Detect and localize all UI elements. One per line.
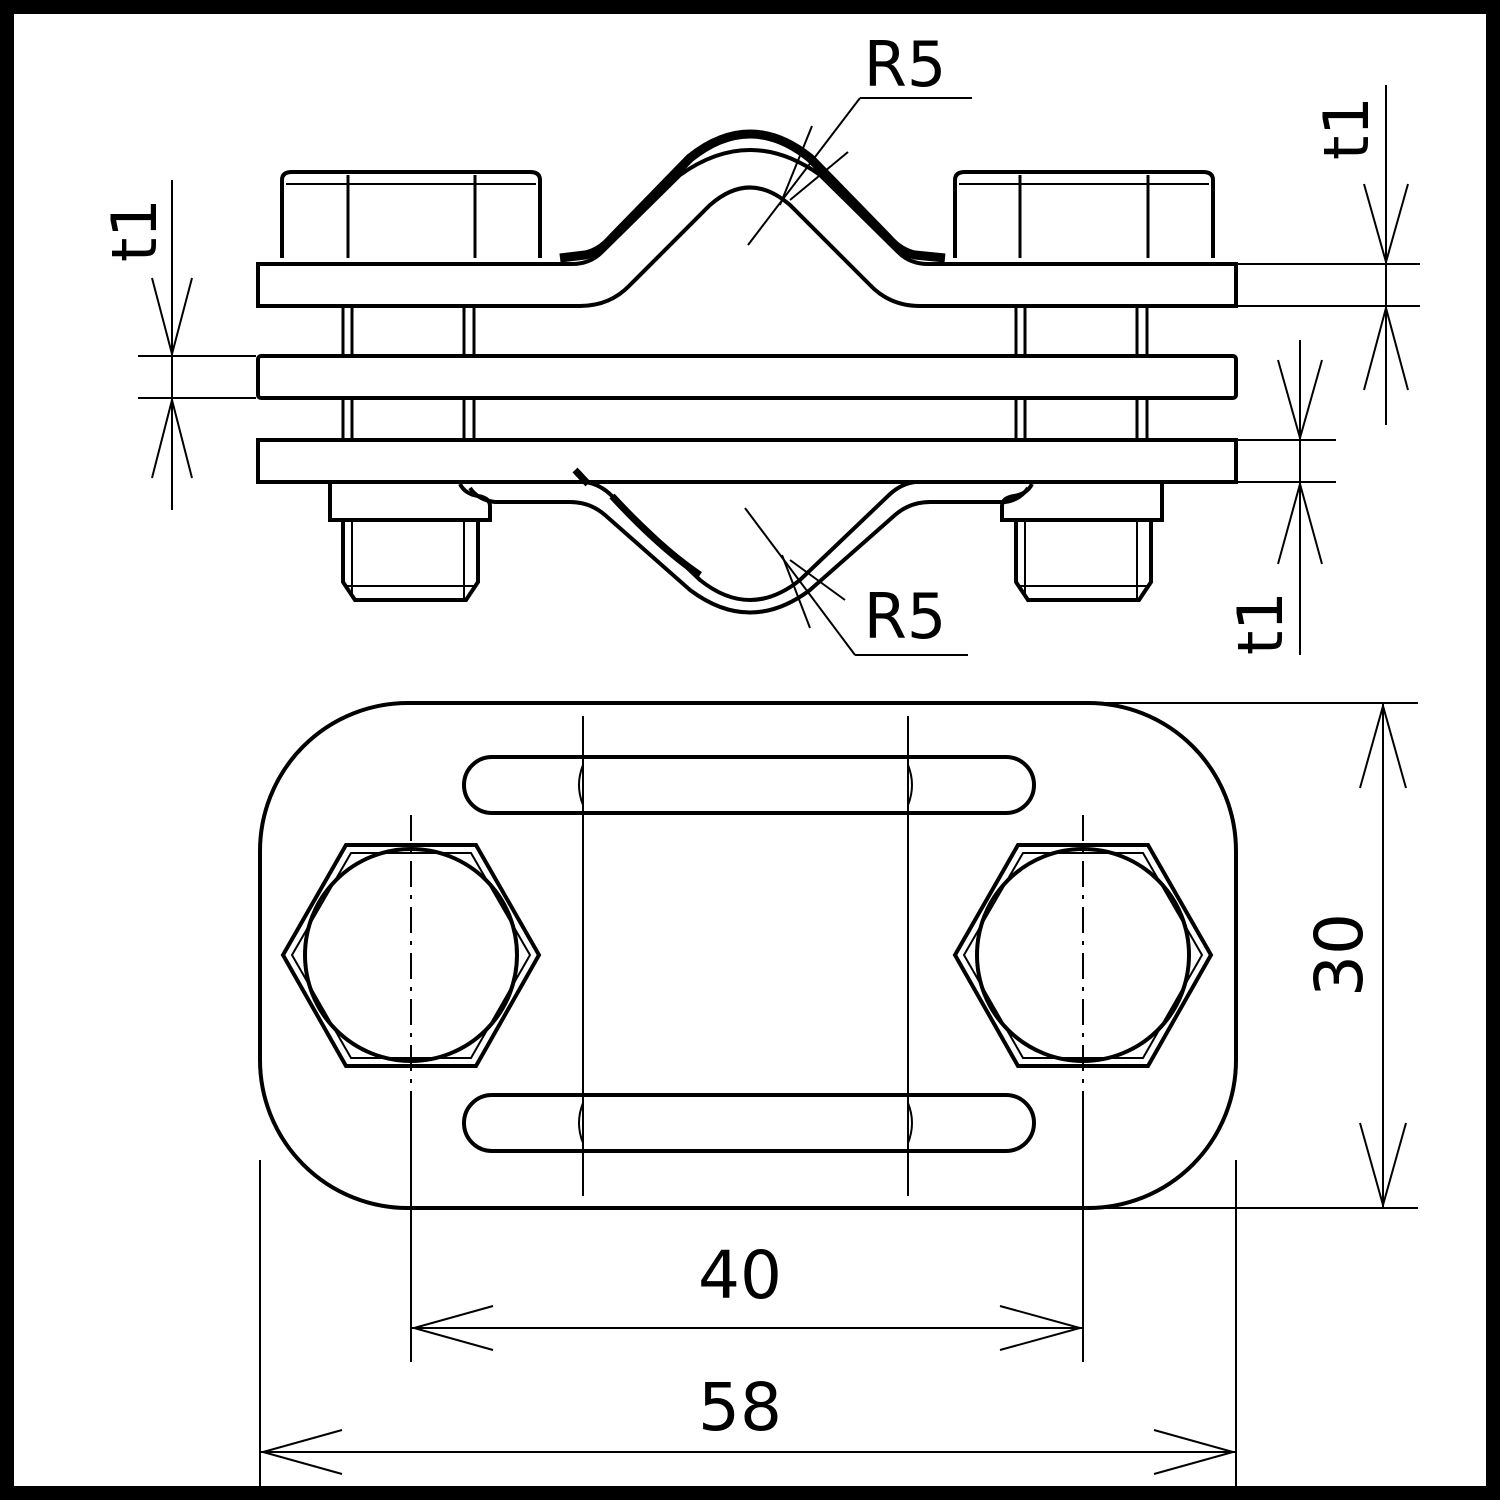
radius-callout-bottom — [744, 507, 968, 656]
top-plate — [256, 148, 1238, 308]
height-dimension — [1100, 702, 1418, 1209]
nut-right — [1000, 483, 1164, 602]
radius-label-top: R5 — [864, 28, 947, 101]
bolt-shanks — [341, 306, 1149, 440]
conductor-lines — [578, 716, 913, 1196]
thickness-label-right-top: t1 — [1310, 96, 1383, 160]
plate-outline — [258, 701, 1238, 1210]
bolt-spacing-dimension — [410, 1100, 1084, 1362]
bolt-spacing-label: 40 — [698, 1237, 782, 1314]
top-view: 30 40 58 — [258, 701, 1418, 1486]
slot-bottom — [462, 1093, 1036, 1153]
hex-nut-right — [952, 815, 1214, 1100]
hex-nut-left — [280, 815, 542, 1100]
bottom-plate — [256, 438, 1238, 484]
thickness-dimension-right-top — [1238, 85, 1420, 425]
radius-callout-top — [747, 97, 972, 246]
thickness-dimension-right-bottom — [1238, 340, 1336, 655]
thickness-label-left: t1 — [98, 198, 171, 262]
middle-plate — [256, 354, 1238, 400]
nut-left — [328, 483, 492, 602]
top-plate-arch — [559, 129, 946, 263]
bottom-plate-arch-heavy — [572, 467, 702, 578]
slot-top — [462, 755, 1036, 815]
overall-length-dimension — [259, 1160, 1237, 1486]
bottom-plate-arch-outer — [584, 480, 916, 602]
radius-label-bottom: R5 — [864, 580, 947, 653]
height-label: 30 — [1301, 913, 1378, 997]
bolt-head-left — [280, 170, 542, 258]
bolt-head-right — [953, 170, 1215, 258]
thickness-label-right-bottom: t1 — [1224, 591, 1297, 655]
overall-length-label: 58 — [698, 1369, 782, 1446]
side-view: R5 R5 t1 t1 — [98, 28, 1420, 656]
thickness-dimension-left — [138, 180, 256, 510]
